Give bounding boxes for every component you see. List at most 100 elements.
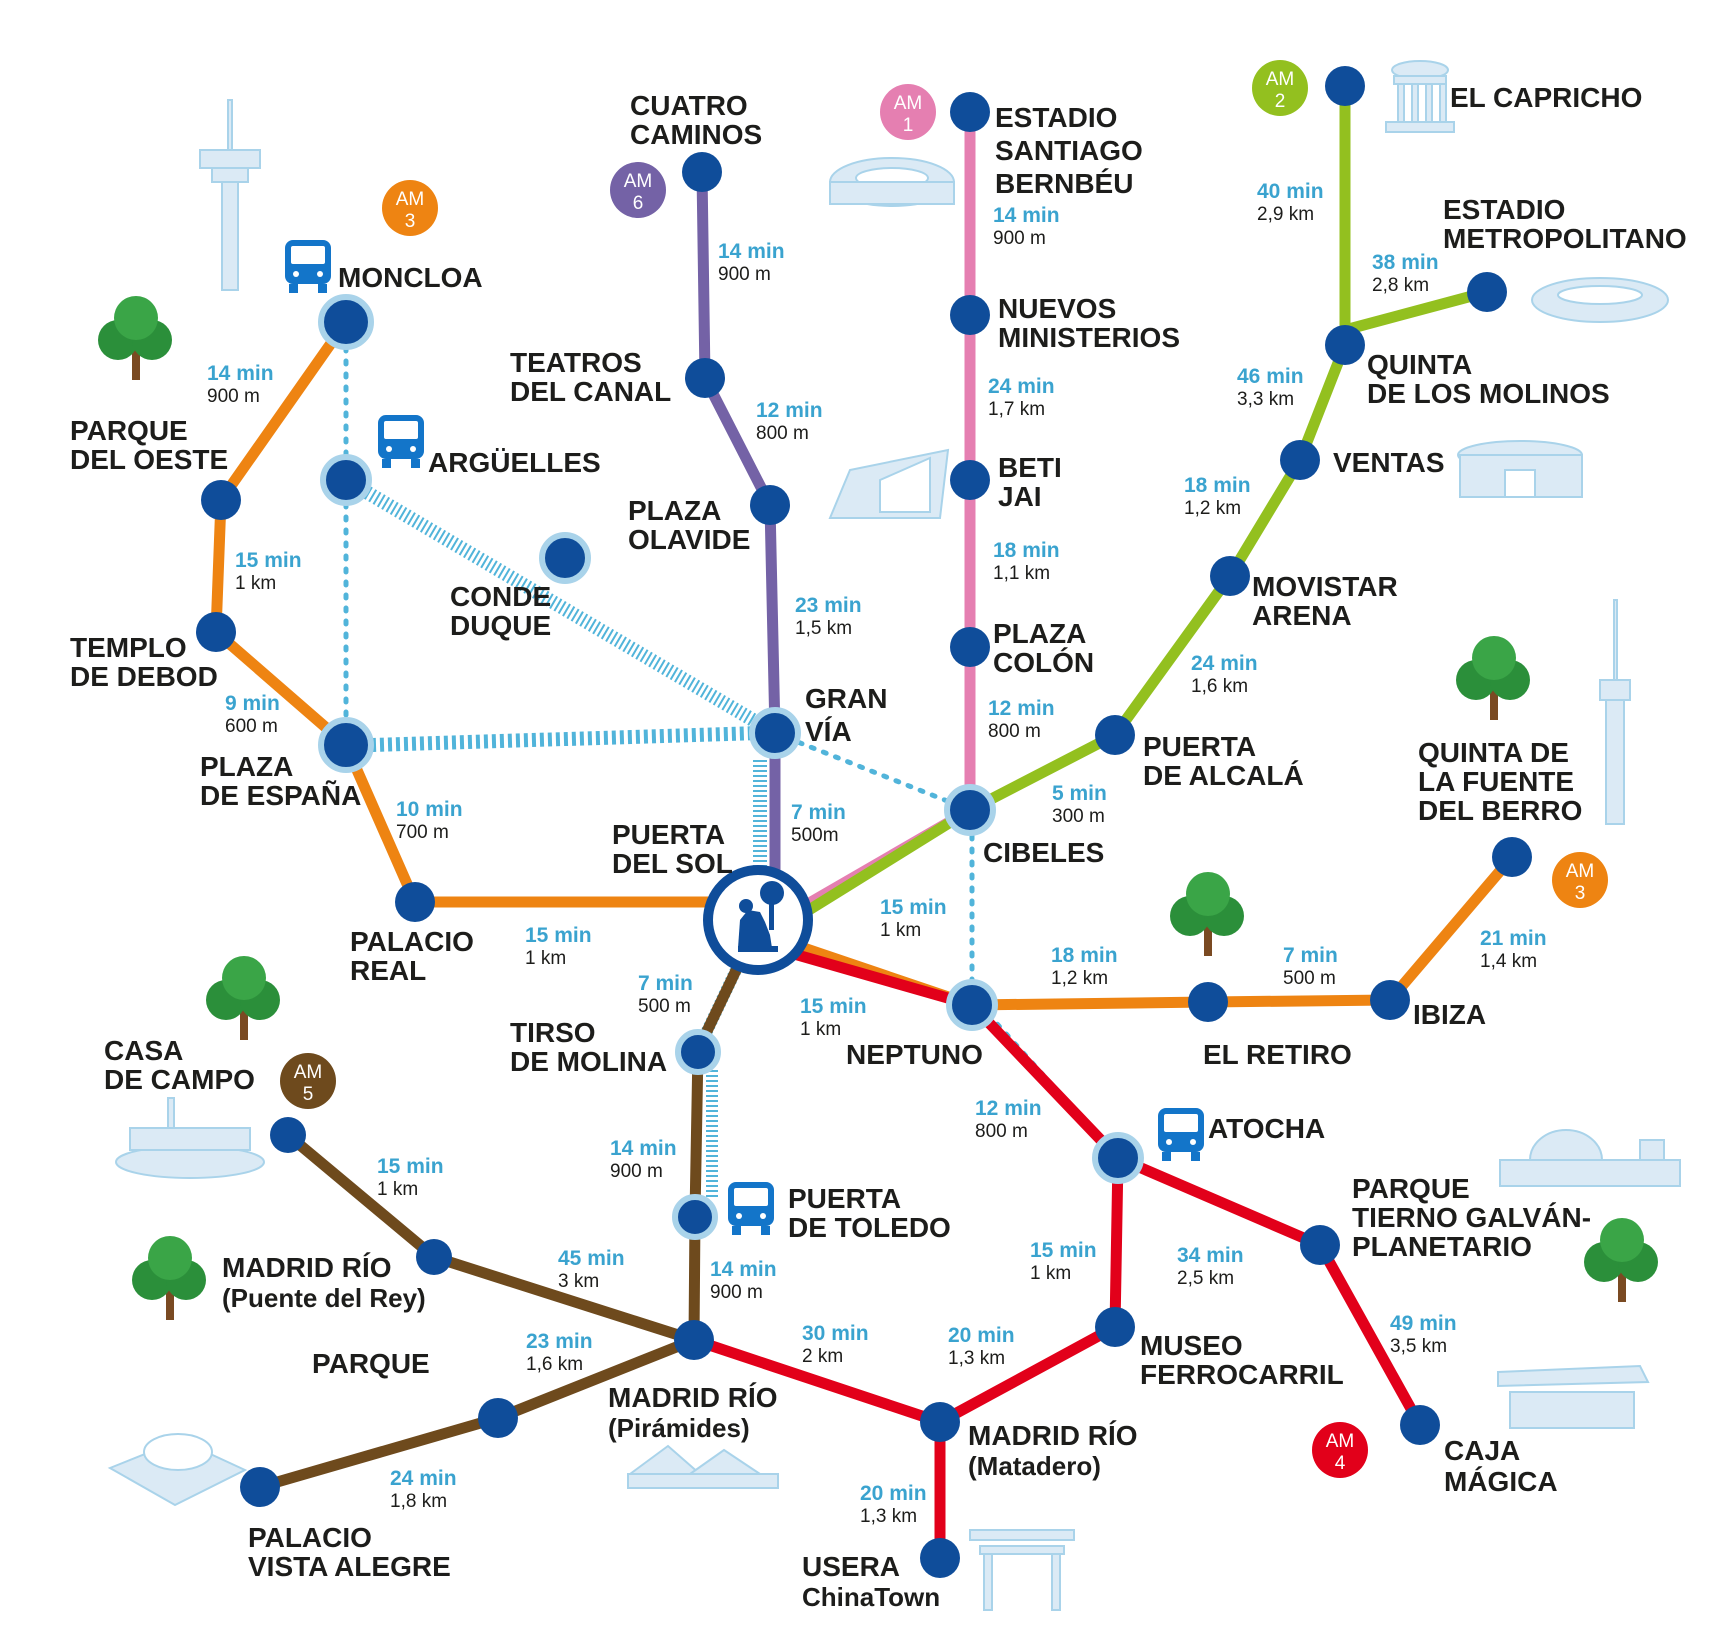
svg-text:700 m: 700 m [396, 822, 449, 843]
station-tirso-dot[interactable] [675, 1029, 721, 1075]
svg-text:34 min: 34 min [1177, 1244, 1244, 1267]
piramides-illustration [626, 1444, 779, 1489]
station-bernabeu-dot[interactable] [950, 92, 990, 132]
station-gran-via-dot[interactable] [749, 707, 801, 759]
station-movistar-dot[interactable] [1210, 556, 1250, 596]
label-puente-rey: MADRID RÍO(Puente del Rey) [222, 1252, 426, 1313]
station-caja-magica-dot[interactable] [1400, 1405, 1440, 1445]
svg-text:15 min: 15 min [880, 896, 947, 919]
svg-text:900 m: 900 m [710, 1282, 763, 1303]
badge-am2: AM2 [1252, 60, 1308, 116]
svg-text:18 min: 18 min [993, 539, 1060, 562]
puerta-del-sol-hub[interactable] [703, 865, 813, 975]
station-ventas-dot[interactable] [1280, 440, 1320, 480]
station-piramides-dot[interactable] [674, 1320, 714, 1360]
svg-text:AM: AM [1326, 1431, 1355, 1452]
svg-text:500 m: 500 m [1283, 968, 1336, 989]
station-nuevos-ministerios-dot[interactable] [950, 295, 990, 335]
station-cibeles-dot[interactable] [944, 784, 996, 836]
station-ibiza-dot[interactable] [1370, 980, 1410, 1020]
station-teatros-canal-dot[interactable] [685, 358, 725, 398]
station-matadero-dot[interactable] [920, 1402, 960, 1442]
station-arguelles-dot[interactable] [320, 454, 372, 506]
station-parque-oeste-dot[interactable] [201, 480, 241, 520]
station-quinta-molinos-dot[interactable] [1325, 325, 1365, 365]
station-puerta-alcala-dot[interactable] [1095, 715, 1135, 755]
label-parque: PARQUE [312, 1348, 430, 1379]
casa-de-campo-illustration [115, 1097, 265, 1179]
svg-text:AM: AM [624, 171, 653, 192]
svg-text:14 min: 14 min [207, 362, 274, 385]
label-piramides: MADRID RÍO(Pirámides) [608, 1382, 778, 1443]
station-vista-alegre-dot[interactable] [240, 1467, 280, 1507]
svg-text:1,3 km: 1,3 km [948, 1348, 1005, 1369]
station-museo-ferrocarril-dot[interactable] [1095, 1307, 1135, 1347]
badge-am1: AM1 [880, 84, 936, 140]
station-casa-campo-dot[interactable] [270, 1117, 306, 1153]
station-conde-duque-dot[interactable] [539, 532, 591, 584]
station-tierno-galvan-dot[interactable] [1300, 1225, 1340, 1265]
station-parque-dot[interactable] [478, 1398, 518, 1438]
station-moncloa-dot[interactable] [318, 294, 374, 350]
line-badges: AM1 AM2 AM3 AM3 AM4 AM5 AM6 [280, 60, 1608, 1478]
station-puerta-toledo-dot[interactable] [672, 1194, 718, 1240]
svg-text:23 min: 23 min [526, 1330, 593, 1353]
svg-text:1: 1 [903, 115, 914, 136]
label-arguelles: ARGÜELLES [428, 447, 601, 478]
svg-text:1 km: 1 km [1030, 1263, 1071, 1284]
station-plaza-espana-dot[interactable] [318, 717, 374, 773]
station-beti-jai-dot[interactable] [950, 460, 990, 500]
bus-puerta-toledo-icon [728, 1182, 774, 1235]
station-templo-debod-dot[interactable] [196, 612, 236, 652]
station-el-capricho-dot[interactable] [1325, 66, 1365, 106]
station-cuatro-caminos-dot[interactable] [682, 152, 722, 192]
station-usera-dot[interactable] [920, 1538, 960, 1578]
station-plaza-olavide-dot[interactable] [750, 485, 790, 525]
label-matadero: MADRID RÍO(Matadero) [968, 1420, 1138, 1481]
station-atocha-dot[interactable] [1092, 1132, 1144, 1184]
el-capricho-illustration [1385, 60, 1455, 133]
svg-text:3 km: 3 km [558, 1271, 599, 1292]
svg-text:9 min: 9 min [225, 692, 280, 715]
station-neptuno-dot[interactable] [946, 979, 998, 1031]
station-palacio-real-dot[interactable] [395, 882, 435, 922]
vista-alegre-illustration [107, 1433, 248, 1507]
station-fuente-berro-dot[interactable] [1492, 837, 1532, 877]
tree-tierno-galvan-icon [1584, 1218, 1658, 1302]
station-el-retiro-dot[interactable] [1188, 982, 1228, 1022]
station-metropolitano-dot[interactable] [1467, 272, 1507, 312]
svg-text:900 m: 900 m [207, 386, 260, 407]
svg-text:21 min: 21 min [1480, 927, 1547, 950]
station-puente-rey-dot[interactable] [416, 1239, 452, 1275]
tree-casa-campo-icon [206, 956, 280, 1040]
svg-text:12 min: 12 min [756, 399, 823, 422]
svg-text:1,5 km: 1,5 km [795, 618, 852, 639]
svg-text:2 km: 2 km [802, 1346, 843, 1367]
svg-text:900 m: 900 m [718, 264, 771, 285]
moncloa-tower-illustration [199, 99, 261, 291]
station-plaza-colon-dot[interactable] [950, 627, 990, 667]
label-moncloa: MONCLOA [338, 262, 483, 293]
bus-atocha-icon [1158, 1108, 1204, 1161]
